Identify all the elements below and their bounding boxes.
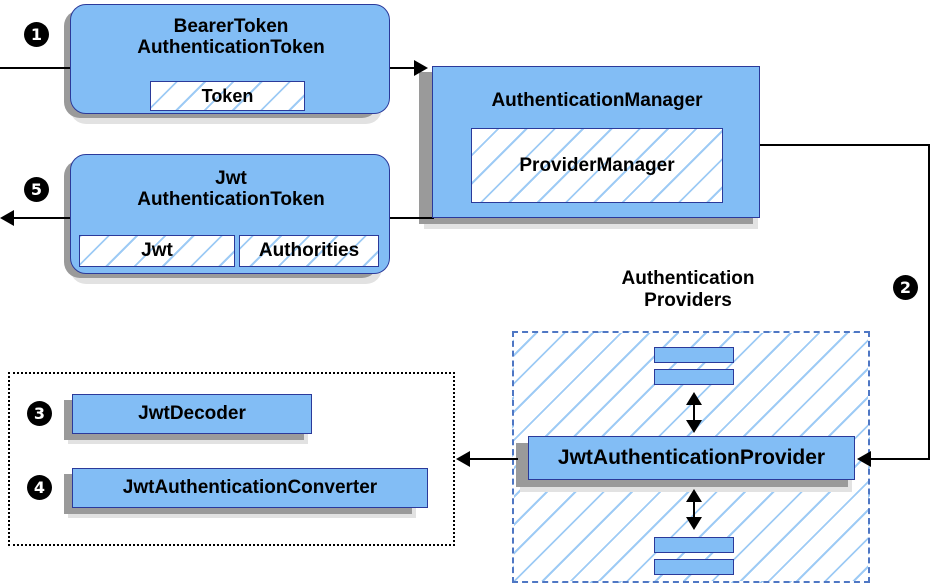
jwt-provider-label: JwtAuthenticationProvider [557, 446, 826, 470]
bearer-token-field-token-label: Token [201, 85, 254, 106]
bearer-token-node[interactable]: BearerToken AuthenticationToken Token [70, 4, 390, 114]
bearer-token-title: BearerToken AuthenticationToken [137, 15, 325, 58]
jwt-token-title: Jwt AuthenticationToken [137, 167, 325, 210]
jwt-token-field-authorities[interactable]: Authorities [239, 235, 379, 267]
arrowhead-provider-bottom-down [686, 517, 702, 530]
jwt-token-node[interactable]: Jwt AuthenticationToken Jwt Authorities [70, 154, 390, 274]
arrowhead-step5-out [0, 210, 14, 226]
connector-step2-top [760, 144, 930, 146]
provider-bar-bottom-1 [654, 537, 734, 553]
connector-bearer-to-manager [390, 67, 422, 69]
connector-step1-in [0, 67, 70, 69]
jwt-provider-node[interactable]: JwtAuthenticationProvider [528, 436, 855, 480]
jwt-token-field-jwt-label: Jwt [141, 240, 173, 262]
provider-bar-top-1 [654, 347, 734, 363]
badge-step-3: 3 [27, 401, 52, 426]
arrowhead-bearer-to-manager [414, 60, 428, 76]
provider-bar-top-2 [654, 369, 734, 385]
arrowhead-provider-top-up [686, 392, 702, 405]
connector-provider-to-support [470, 458, 518, 460]
connector-step5-out [12, 217, 72, 219]
connector-step2-right [928, 144, 930, 460]
jwt-decoder-node[interactable]: JwtDecoder [72, 394, 312, 434]
arrowhead-step2-into-provider [857, 451, 871, 467]
arrowhead-provider-top-down [686, 420, 702, 433]
arrowhead-provider-bottom-up [686, 489, 702, 502]
connector-provider-top [693, 396, 695, 428]
authentication-providers-title: Authentication Providers [621, 268, 755, 311]
authentication-manager-node[interactable]: AuthenticationManager ProviderManager [432, 66, 760, 218]
connector-step2-bottom [862, 458, 930, 460]
badge-step-4: 4 [27, 475, 52, 500]
jwt-token-field-authorities-label: Authorities [258, 240, 360, 262]
jwt-converter-label: JwtAuthenticationConverter [122, 477, 378, 499]
jwt-converter-node[interactable]: JwtAuthenticationConverter [72, 468, 428, 508]
jwt-decoder-label: JwtDecoder [138, 403, 246, 425]
badge-step-5: 5 [24, 177, 49, 202]
authentication-manager-title: AuthenticationManager [491, 90, 703, 112]
arrowhead-provider-to-support [456, 451, 470, 467]
badge-step-1: 1 [24, 22, 49, 47]
provider-bar-bottom-2 [654, 559, 734, 575]
connector-provider-bottom [693, 493, 695, 525]
authentication-manager-field-providermanager[interactable]: ProviderManager [471, 128, 723, 203]
badge-step-2: 2 [893, 275, 918, 300]
jwt-token-field-jwt[interactable]: Jwt [79, 235, 235, 267]
providermanager-label: ProviderManager [519, 154, 675, 176]
connector-manager-to-jwt-token [390, 217, 434, 219]
bearer-token-field-token[interactable]: Token [150, 81, 305, 111]
